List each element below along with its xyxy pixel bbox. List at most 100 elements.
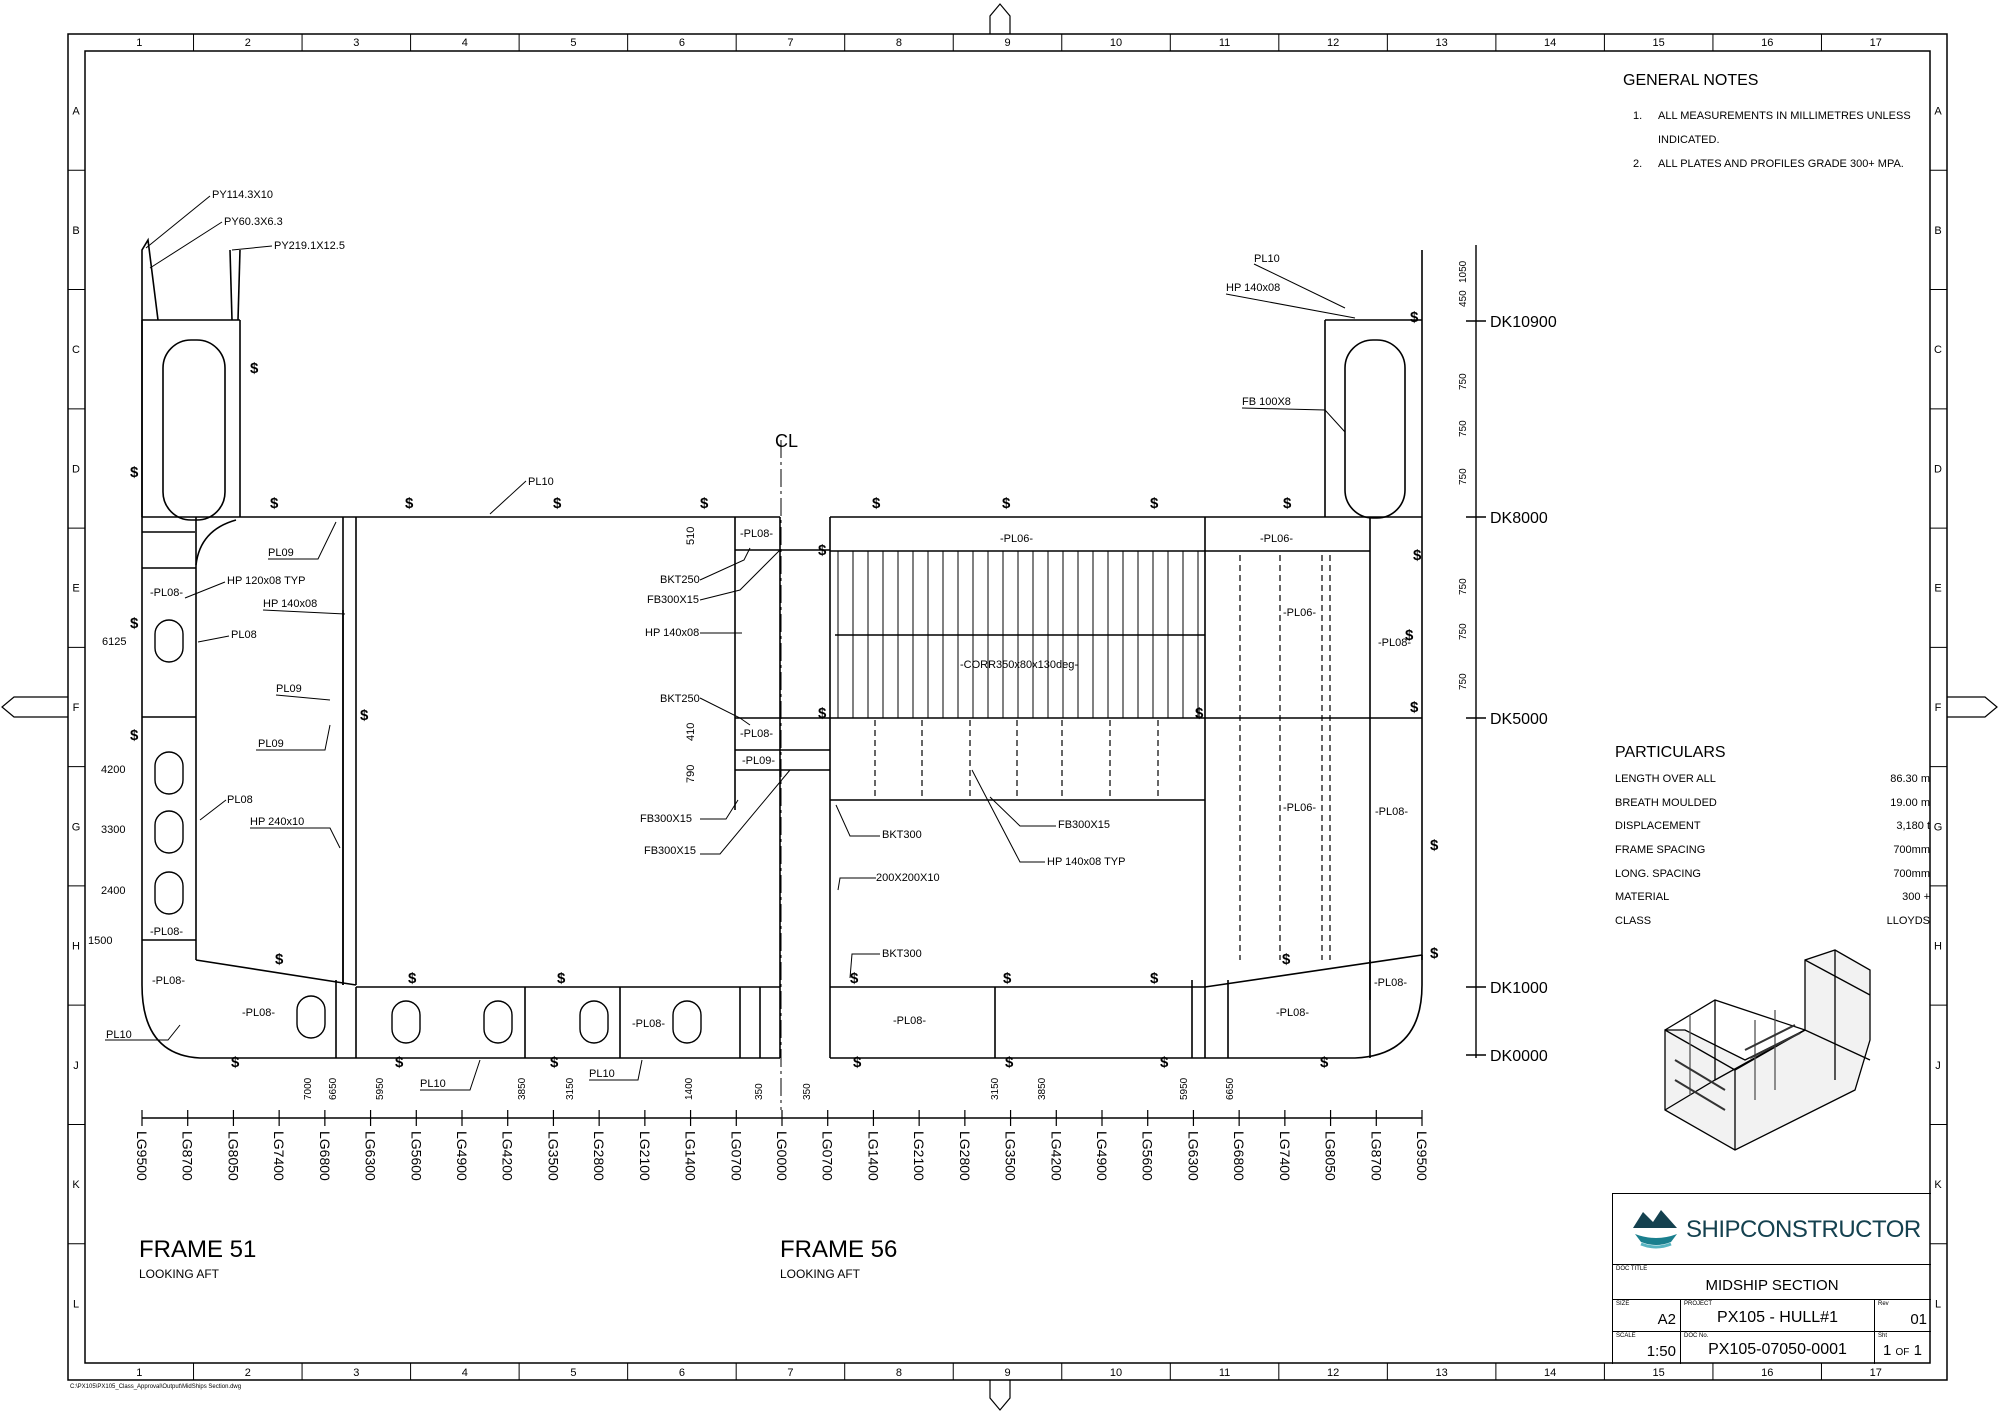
- label-pl08-cl1: -PL08-: [740, 528, 773, 540]
- label-hp140-r: HP 140x08: [1226, 282, 1280, 294]
- grid-row-right: B: [1934, 225, 1941, 237]
- logo-text: SHIPCONSTRUCTOR: [1686, 1216, 1921, 1243]
- weld-marker-icon: $: [1002, 495, 1011, 512]
- label-fb300-c: FB300X15: [644, 845, 696, 857]
- centering-marks: [1, 3, 1998, 1411]
- longitudinal-label: LG3500: [1003, 1131, 1019, 1181]
- sheet-number: 1: [1883, 1342, 1892, 1359]
- longitudinal-label: LG8700: [180, 1131, 196, 1181]
- grid-col-bottom: 12: [1327, 1367, 1339, 1379]
- grid-col-top: 4: [462, 37, 468, 49]
- weld-marker-icon: $: [1283, 495, 1292, 512]
- longitudinal-label: LG6800: [1231, 1131, 1247, 1181]
- longitudinal-label: LG7400: [1277, 1131, 1293, 1181]
- dim-790: 790: [685, 765, 697, 783]
- dim-510: 510: [685, 527, 697, 545]
- grid-col-bottom: 16: [1761, 1367, 1773, 1379]
- deck-level-label: DK8000: [1490, 510, 1548, 527]
- grid-row-right: L: [1935, 1298, 1941, 1310]
- particulars-title: PARTICULARS: [1615, 744, 1726, 761]
- longitudinal-label: LG1400: [865, 1131, 881, 1181]
- grid-col-bottom: 14: [1544, 1367, 1556, 1379]
- longitudinal-label: LG6300: [363, 1131, 379, 1181]
- weld-marker-icon: $: [270, 495, 279, 512]
- weld-marker-icon: $: [700, 495, 709, 512]
- weld-marker-icon: $: [818, 705, 827, 722]
- longitudinal-ticks: LG9500 LG8700 LG8050 LG7400 LG6800 LG6300 LG56…: [134, 1110, 1430, 1181]
- grid-col-top: 17: [1870, 37, 1882, 49]
- weld-marker-icon: $: [231, 1054, 240, 1071]
- grid-col-top: 2: [245, 37, 251, 49]
- grid-col-top: 11: [1219, 37, 1230, 49]
- weld-marker-icon: $: [1003, 970, 1012, 987]
- particulars-value: 300 +: [1902, 891, 1930, 904]
- label-pl08-j: -PL08-: [152, 975, 185, 987]
- label-pl08-g: PL08: [227, 794, 253, 806]
- ship-logo-icon: [1633, 1210, 1677, 1249]
- grid-col-top: 3: [353, 37, 359, 49]
- label-pl08-e: -PL08-: [150, 587, 183, 599]
- grid-col-top: 5: [570, 37, 576, 49]
- label-pl08-side: PL08: [231, 629, 257, 641]
- deck-spacing-dim: 750: [1458, 673, 1469, 690]
- bottom-dim-right: 350: [802, 1083, 813, 1100]
- sheet-total: 1: [1913, 1342, 1922, 1359]
- grid-col-bottom: 11: [1219, 1367, 1230, 1379]
- label-pl08-bottom2: -PL08-: [632, 1018, 665, 1030]
- weld-marker-icon: $: [1410, 699, 1419, 716]
- weld-marker-icon: $: [550, 1054, 559, 1071]
- longitudinal-label: LG2100: [911, 1131, 927, 1181]
- particulars-label: FRAME SPACING: [1615, 844, 1706, 857]
- grid-row-left: L: [73, 1298, 79, 1310]
- bottom-dim-left: 6650: [328, 1077, 339, 1100]
- longitudinal-label: LG8050: [225, 1131, 241, 1181]
- weld-marker-icon: $: [1282, 951, 1291, 968]
- size-label: SIZE: [1616, 1301, 1630, 1307]
- label-pl08-r1: -PL08-: [1378, 637, 1411, 649]
- grid-col-bottom: 2: [245, 1367, 251, 1379]
- grid-col-bottom: 13: [1435, 1367, 1447, 1379]
- sheet-of: OF: [1895, 1347, 1910, 1358]
- annotations: PY114.3X10 PY60.3X6.3 PY219.1X12.5 PL10 …: [106, 189, 1411, 1090]
- grid-col-top: 13: [1435, 37, 1447, 49]
- label-pl10-top: PL10: [528, 476, 554, 488]
- grid-row-left: B: [72, 225, 79, 237]
- grid-col-top: 14: [1544, 37, 1556, 49]
- grid-row-right: C: [1934, 344, 1942, 356]
- grid-col-top: 6: [679, 37, 685, 49]
- weld-marker-icon: $: [853, 1054, 862, 1071]
- grid-col-bottom: 7: [787, 1367, 793, 1379]
- weld-marker-icon: $: [557, 970, 566, 987]
- deck-spacing-dim: 450: [1458, 290, 1469, 307]
- label-pl06-r2: -PL06-: [1283, 802, 1316, 814]
- weld-marker-icon: $: [1405, 627, 1414, 644]
- longitudinal-label: LG0700: [728, 1131, 744, 1181]
- bottom-dim-left: 5950: [375, 1077, 386, 1100]
- grid-row-right: A: [1934, 106, 1942, 118]
- project-value: PX105 - HULL#1: [1717, 1309, 1838, 1326]
- grid-col-bottom: 10: [1110, 1367, 1122, 1379]
- particulars-value: 700mm: [1893, 844, 1930, 857]
- grid-col-top: 16: [1761, 37, 1773, 49]
- deck-level-label: DK5000: [1490, 711, 1548, 728]
- title-block: SHIPCONSTRUCTOR DOC TITLE MIDSHIP SECTIO…: [1612, 1193, 1931, 1364]
- weld-marker-icon: $: [1320, 1054, 1329, 1071]
- grid-col-top: 12: [1327, 37, 1339, 49]
- label-pl08-r3: -PL08-: [893, 1015, 926, 1027]
- longitudinal-label: LG9500: [1414, 1131, 1430, 1181]
- height-dim: 2400: [101, 885, 125, 897]
- deck-level-label: DK0000: [1490, 1048, 1548, 1065]
- label-py114: PY114.3X10: [212, 189, 273, 201]
- particulars-label: LONG. SPACING: [1615, 867, 1701, 880]
- deck-spacing-dim: 750: [1458, 373, 1469, 390]
- deck-spacing-dim: 750: [1458, 468, 1469, 485]
- longitudinal-label: LG7400: [271, 1131, 287, 1181]
- note-item: 1.ALL MEASUREMENTS IN MILLIMETRES UNLESS: [1633, 104, 1911, 128]
- longitudinal-label: LG5600: [1140, 1131, 1156, 1181]
- label-bkt250-a: BKT250: [660, 574, 700, 586]
